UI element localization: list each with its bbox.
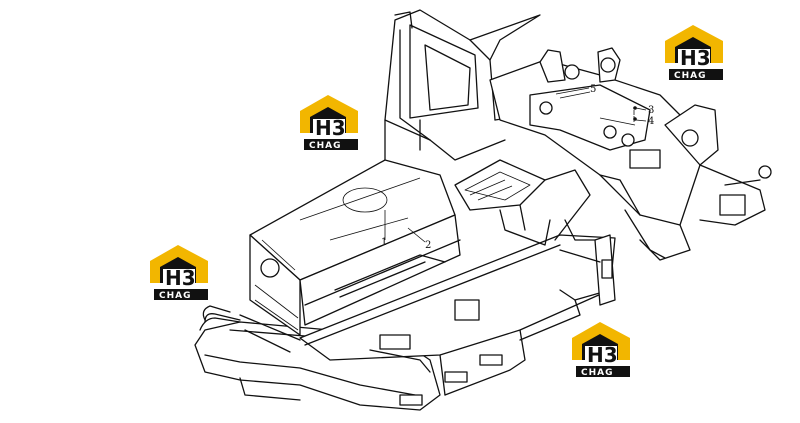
watermark-logo: H3 CHAG	[300, 95, 358, 151]
chassis-frame	[194, 234, 616, 411]
front-frame	[489, 47, 772, 261]
handrail	[204, 254, 446, 323]
callout-2: 2	[425, 240, 431, 251]
callout-4: 4	[648, 116, 654, 127]
control-console	[454, 159, 591, 246]
watermark-sub-text: CHAG	[309, 141, 342, 151]
watermark-sub-text: CHAG	[159, 291, 192, 301]
callout-5: 5	[590, 84, 596, 95]
watermark-logo: H3 CHAG	[665, 25, 723, 81]
watermark-logo: H3 CHAG	[572, 322, 630, 378]
cab-frame	[384, 9, 561, 161]
watermark-main-text: H3	[587, 343, 618, 367]
callout-3: 3	[648, 105, 654, 116]
watermark-sub-text: CHAG	[581, 368, 614, 378]
callout-leaders	[329, 87, 635, 243]
watermark-main-text: H3	[680, 46, 711, 70]
watermark-main-text: H3	[315, 116, 346, 140]
side-pillar	[559, 219, 616, 306]
watermark-main-text: H3	[165, 266, 196, 290]
callout-1: 1	[381, 237, 387, 248]
watermark-logo: H3 CHAG	[150, 245, 208, 301]
watermark-sub-text: CHAG	[674, 71, 707, 81]
